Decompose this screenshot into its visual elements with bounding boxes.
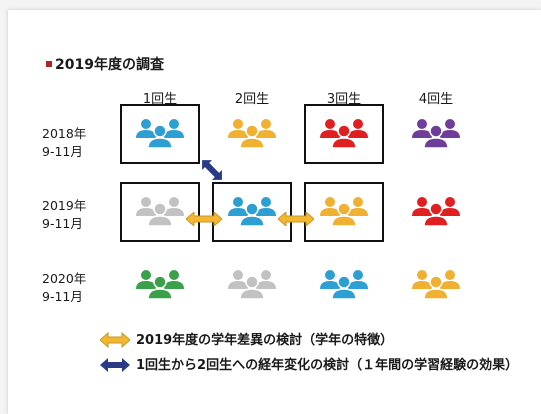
people-group-icon xyxy=(228,119,276,149)
navy-double-arrow-icon xyxy=(202,160,222,180)
column-header-4: 4回生 xyxy=(418,92,454,107)
cohort-cell xyxy=(120,182,200,242)
column-header-3: 3回生 xyxy=(326,92,362,107)
people-group-icon xyxy=(412,270,460,300)
title-bullet-marker xyxy=(46,61,52,67)
gold-double-arrow-icon xyxy=(99,331,131,349)
column-header-2: 2回生 xyxy=(234,92,270,107)
row-year: 2018年 xyxy=(42,126,87,141)
cohort-cell xyxy=(212,104,292,164)
people-group-icon xyxy=(136,270,184,300)
legend-item-yearly-change: 1回生から2回生への経年変化の検討（１年間の学習経験の効果） xyxy=(100,354,518,373)
legend-text: 2019年度の学年差異の検討（学年の特徴） xyxy=(136,333,394,348)
row-header-2020: 2020年 9-11月 xyxy=(42,270,102,306)
row-period: 9-11月 xyxy=(42,144,83,159)
cohort-cell xyxy=(396,255,476,315)
row-year: 2019年 xyxy=(42,198,87,213)
cohort-cell xyxy=(120,255,200,315)
row-header-2018: 2018年 9-11月 xyxy=(42,125,102,161)
people-group-icon xyxy=(412,197,460,227)
cohort-cell xyxy=(396,182,476,242)
cohort-cell xyxy=(120,104,200,164)
row-header-2019: 2019年 9-11月 xyxy=(42,197,102,233)
gold-double-arrow-icon xyxy=(278,212,314,226)
page-title-text: 2019年度の調査 xyxy=(55,57,164,73)
people-group-icon xyxy=(136,197,184,227)
cohort-cell xyxy=(304,255,384,315)
row-period: 9-11月 xyxy=(42,289,83,304)
cohort-cell xyxy=(304,104,384,164)
people-group-icon xyxy=(320,197,368,227)
people-group-icon xyxy=(228,270,276,300)
legend-text: 1回生から2回生への経年変化の検討（１年間の学習経験の効果） xyxy=(136,358,519,373)
cohort-cell xyxy=(396,104,476,164)
people-group-icon xyxy=(320,270,368,300)
legend-item-grade-difference: 2019年度の学年差異の検討（学年の特徴） xyxy=(99,329,394,349)
cohort-cell xyxy=(212,182,292,242)
gold-double-arrow-icon xyxy=(186,212,222,226)
row-period: 9-11月 xyxy=(42,216,83,231)
page-title: 2019年度の調査 xyxy=(46,54,164,74)
slide: 2019年度の調査 1回生 2回生 3回生 4回生 2018年 9-11月 20… xyxy=(8,10,541,414)
column-header-1: 1回生 xyxy=(142,92,178,107)
people-group-icon xyxy=(228,197,276,227)
people-group-icon xyxy=(136,119,184,149)
navy-double-arrow-icon xyxy=(100,358,130,372)
people-group-icon xyxy=(320,119,368,149)
people-group-icon xyxy=(412,119,460,149)
row-year: 2020年 xyxy=(42,271,87,286)
cohort-cell xyxy=(304,182,384,242)
cohort-cell xyxy=(212,255,292,315)
